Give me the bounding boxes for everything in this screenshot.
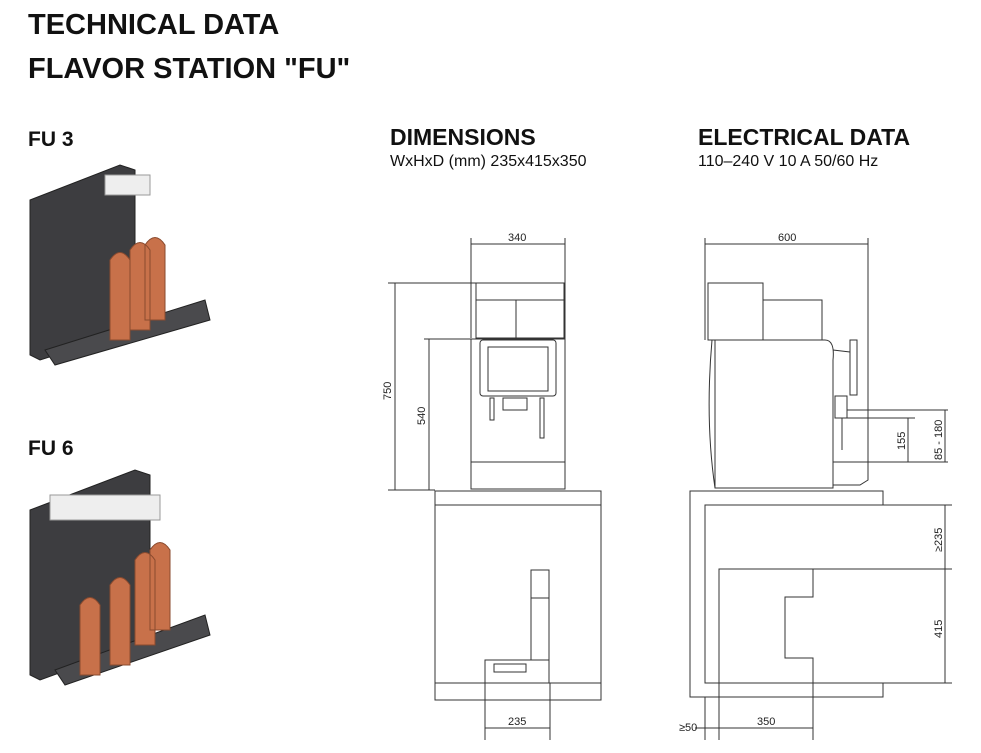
- dim-front-width: 340: [508, 232, 526, 244]
- doc-title-line1: TECHNICAL DATA: [28, 9, 280, 41]
- doc-title-line2: FLAVOR STATION "FU": [28, 53, 351, 85]
- dim-unit-depth: 350: [757, 716, 775, 728]
- dim-outlet-range: 85 - 180: [933, 420, 945, 460]
- dim-front-height-total: 750: [382, 382, 394, 400]
- dim-front-height-lower: 540: [416, 407, 428, 425]
- dimensions-heading: DIMENSIONS: [390, 124, 536, 150]
- dim-unit-width: 235: [508, 716, 526, 728]
- dim-gap: ≥50: [679, 722, 697, 734]
- model-label-fu6: FU 6: [28, 437, 74, 460]
- electrical-heading: ELECTRICAL DATA: [698, 124, 911, 150]
- dim-outlet-height: 155: [896, 432, 908, 450]
- dim-side-depth: 600: [778, 232, 796, 244]
- fu6-product-image: [29, 469, 211, 686]
- side-view-drawing: [689, 238, 952, 740]
- dimensions-value: WxHxD (mm) 235x415x350: [390, 153, 587, 170]
- front-view-drawing: [388, 238, 602, 740]
- fu3-product-image: [29, 164, 211, 366]
- dim-unit-height: 415: [933, 620, 945, 638]
- electrical-value: 110–240 V 10 A 50/60 Hz: [698, 153, 879, 170]
- model-label-fu3: FU 3: [28, 128, 74, 151]
- dim-clearance: ≥235: [933, 528, 945, 552]
